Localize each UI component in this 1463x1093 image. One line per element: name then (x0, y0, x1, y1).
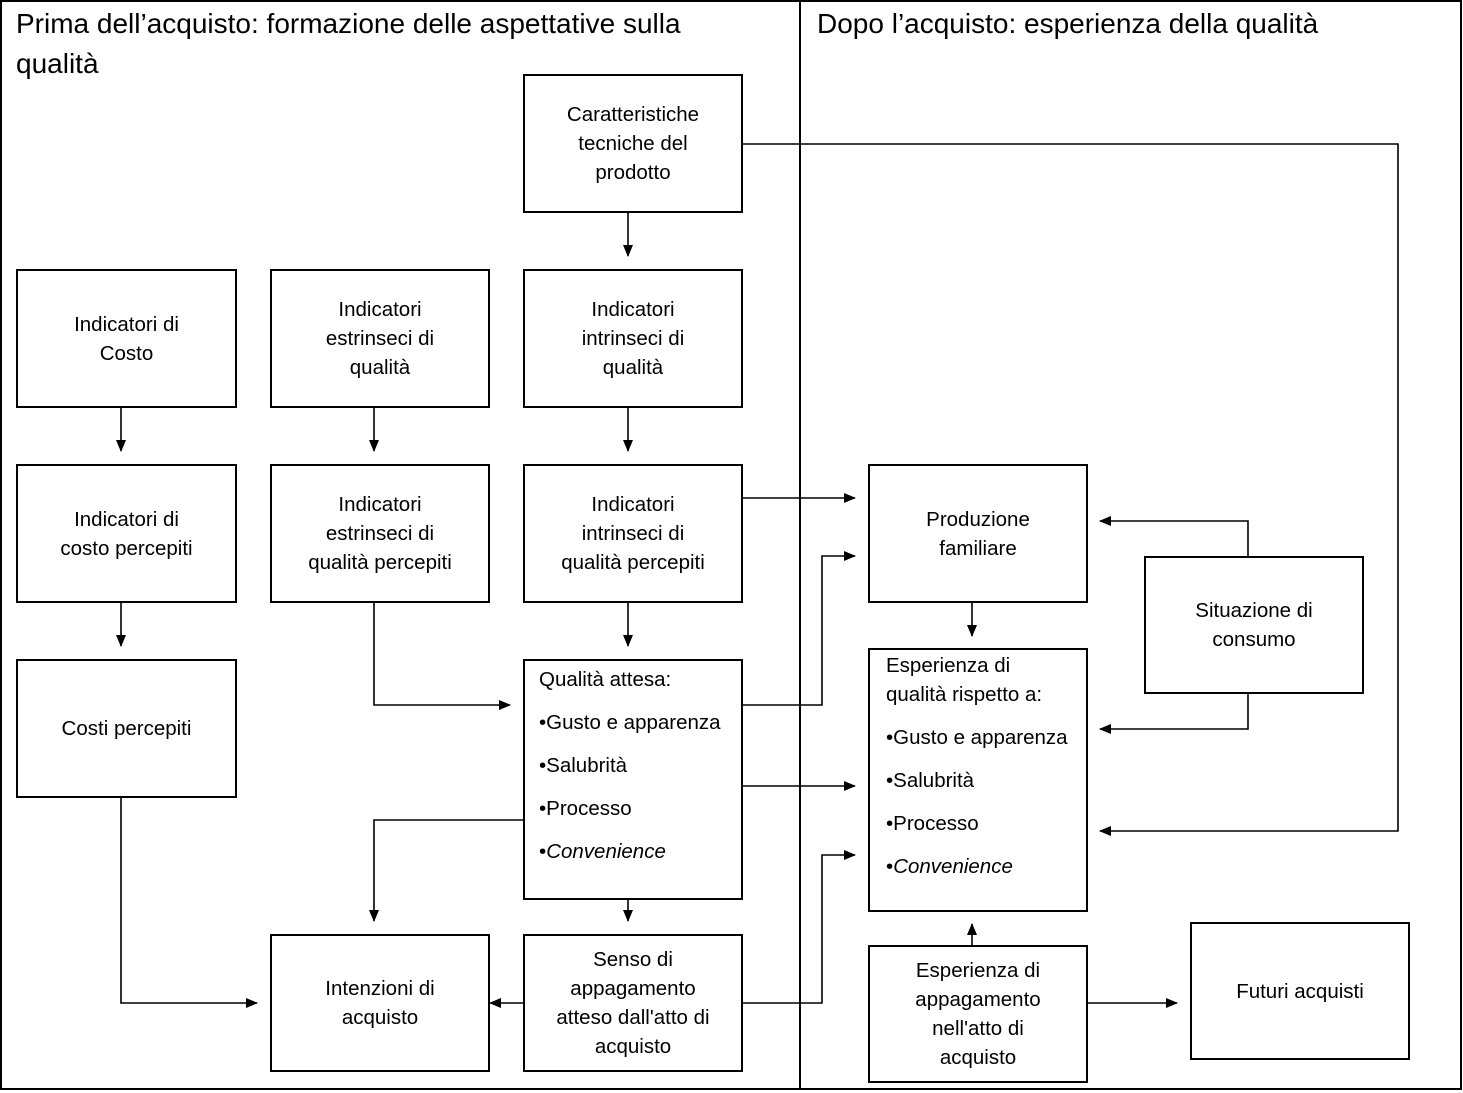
node-label: Indicatori estrinseci di qualità percepiti (308, 490, 452, 577)
qualita-attesa-bullet-salubrita: •Salubrità (539, 754, 628, 777)
section-heading-before: Prima dell’acquisto: formazione delle as… (16, 8, 681, 79)
node-label-line: qualità (602, 356, 664, 379)
node-label-line: Esperienza di (915, 959, 1041, 982)
convenience-label: Convenience (893, 855, 1013, 878)
node-senso-appagamento: Senso di appagamento atteso dall'atto di ac… (523, 934, 743, 1072)
node-label-line: Indicatori (338, 298, 422, 321)
node-label-line: Indicatori (338, 493, 422, 516)
edge-situazione-to-esperienza (1099, 693, 1249, 734)
node-label-line: acquisto (594, 1035, 672, 1058)
node-futuri-acquisti: Futuri acquisti (1190, 922, 1410, 1060)
node-label-line: Indicatori (591, 298, 675, 321)
node-label-line: qualità percepiti (561, 551, 705, 574)
node-label-line: tecniche del (578, 132, 688, 155)
qualita-attesa-bullet-gusto: •Gusto e apparenza (539, 711, 721, 734)
section-heading-after: Dopo l’acquisto: esperienza della qualit… (817, 8, 1319, 39)
esperienza-bullet-gusto: •Gusto e apparenza (886, 726, 1068, 749)
node-label-line: Costo (99, 341, 154, 365)
node-label: Indicatori estrinseci di qualità (326, 295, 434, 382)
node-label-line: estrinseci di (325, 522, 435, 545)
node-label-line: intrinseci di (581, 327, 685, 350)
edge-caratteristiche-to-esperienza (742, 143, 1399, 836)
node-label: Intenzioni di acquisto (325, 974, 434, 1032)
node-esperienza-qualita: Esperienza di qualità rispetto a: •Gusto… (868, 648, 1088, 912)
node-label: Situazione di consumo (1195, 596, 1312, 654)
node-indicatori-estrinseci: Indicatori estrinseci di qualità (270, 269, 490, 408)
edge-situazione-to-produzione (1099, 516, 1249, 556)
edge-qualita-attesa-to-produzione (742, 551, 856, 706)
node-label-line: intrinseci di (581, 522, 685, 545)
node-costi-percepiti: Costi percepiti (16, 659, 237, 798)
node-label-line: appagamento (570, 977, 696, 1000)
esperienza-bullet-processo: •Processo (886, 812, 979, 835)
node-situazione-consumo: Situazione di consumo (1144, 556, 1364, 694)
edge-costi-perc-to-intenzioni (120, 797, 258, 1008)
node-label: Caratteristiche tecniche del prodotto (567, 100, 699, 187)
edge-estr-perc-to-qualita-attesa (373, 602, 511, 710)
node-label: Indicatori di costo percepiti (60, 505, 192, 563)
node-qualita-attesa: Qualità attesa: •Gusto e apparenza •Salu… (523, 659, 743, 900)
node-indicatori-estrinseci-percepiti: Indicatori estrinseci di qualità percepiti (270, 464, 490, 603)
esperienza-bullet-convenience: •Convenience (886, 852, 1076, 881)
node-label: Indicatori intrinseci di qualità percepiti (561, 490, 705, 577)
node-label-line: appagamento (915, 988, 1041, 1011)
node-label: Futuri acquisti (1236, 977, 1364, 1006)
node-label-line: Senso di (593, 948, 673, 971)
node-intenzioni-acquisto: Intenzioni di acquisto (270, 934, 490, 1072)
edge-qualita-attesa-to-intenzioni (369, 819, 524, 922)
node-label-line: familiare (939, 536, 1017, 560)
node-label: Indicatori di Costo (74, 310, 179, 368)
node-indicatori-intrinseci: Indicatori intrinseci di qualità (523, 269, 743, 408)
node-label-line: costo percepiti (60, 536, 193, 560)
node-label-line: qualità (349, 356, 411, 379)
node-label-line: Indicatori (591, 493, 675, 516)
node-esperienza-appagamento: Esperienza di appagamento nell'atto di acqu… (868, 945, 1088, 1083)
edge-senso-to-esperienza (742, 850, 856, 1004)
node-indicatori-costo-percepiti: Indicatori di costo percepiti (16, 464, 237, 603)
qualita-attesa-bullet-processo: •Processo (539, 797, 632, 820)
node-label-line: Intenzioni di (325, 977, 435, 1000)
node-label-line: Indicatori di (74, 507, 179, 531)
node-label-line: Caratteristiche (566, 103, 700, 126)
bullet-mark: • (886, 855, 894, 878)
node-produzione-familiare: Produzione familiare (868, 464, 1088, 603)
qualita-attesa-bullet-convenience: •Convenience (539, 837, 731, 866)
bullet-mark: • (539, 840, 547, 863)
node-label-line: atteso dall'atto di (556, 1006, 710, 1029)
node-label: Produzione familiare (926, 505, 1030, 563)
node-label-line: estrinseci di (325, 327, 435, 350)
node-indicatori-costo: Indicatori di Costo (16, 269, 237, 408)
node-label-line: qualità percepiti (308, 551, 452, 574)
node-label-line: acquisto (341, 1006, 419, 1029)
node-label-line: consumo (1212, 628, 1296, 651)
esperienza-title: Esperienza di qualità rispetto a: (886, 654, 1043, 706)
node-label: Indicatori intrinseci di qualità (582, 295, 685, 382)
qualita-attesa-title: Qualità attesa: (539, 668, 672, 691)
node-label-line: Futuri acquisti (1236, 979, 1364, 1003)
node-label-line: nell'atto di (932, 1017, 1024, 1040)
node-label: Esperienza di appagamento nell'atto di acqu… (915, 956, 1040, 1072)
node-label-line: Situazione di (1195, 599, 1313, 622)
node-label-line: Produzione (926, 507, 1030, 531)
convenience-label: Convenience (546, 840, 666, 863)
node-label-line: acquisto (939, 1046, 1017, 1069)
node-caratteristiche-tecniche: Caratteristiche tecniche del prodotto (523, 74, 743, 213)
node-label-line: Indicatori di (74, 312, 179, 336)
node-label: Costi percepiti (62, 714, 192, 743)
esperienza-bullet-salubrita: •Salubrità (886, 769, 975, 792)
node-label-line: prodotto (595, 161, 671, 184)
node-label: Senso di appagamento atteso dall'atto di ac… (556, 945, 709, 1061)
node-indicatori-intrinseci-percepiti: Indicatori intrinseci di qualità percepiti (523, 464, 743, 603)
node-label-line: Costi percepiti (61, 717, 192, 740)
